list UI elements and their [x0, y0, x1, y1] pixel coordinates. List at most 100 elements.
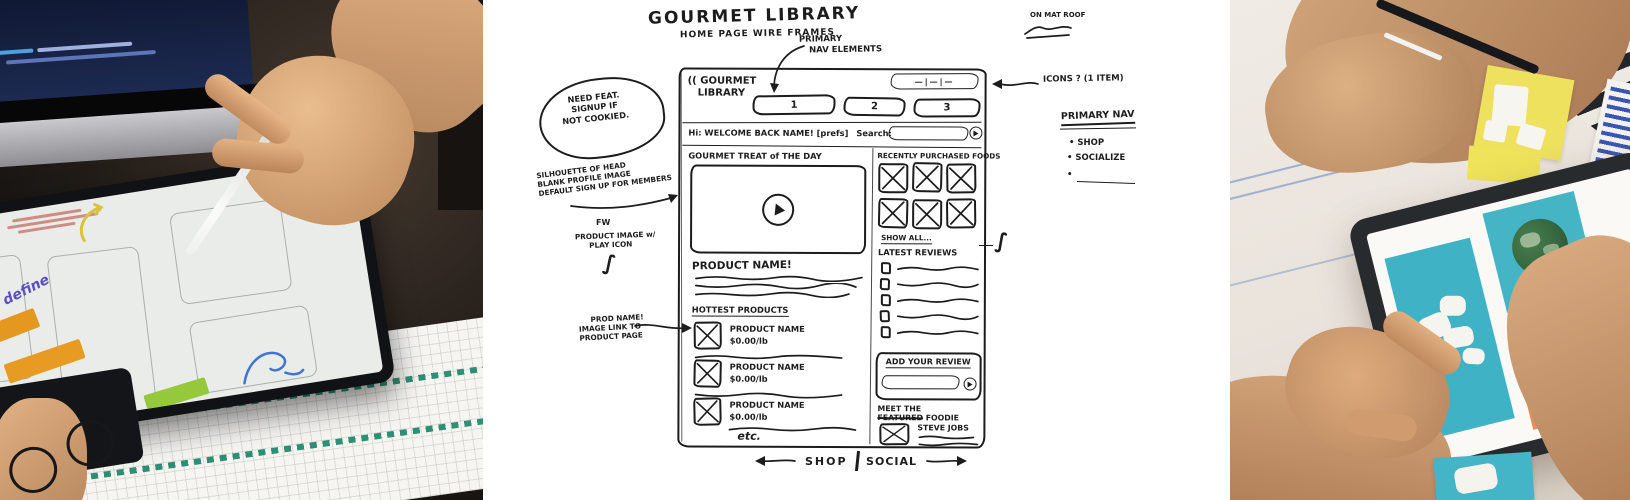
white-blob — [1462, 347, 1486, 365]
search-button — [969, 126, 983, 140]
product-price: $0.00/lb — [729, 335, 768, 346]
header-divider — [682, 121, 982, 124]
submit-arrow-icon — [967, 380, 973, 387]
search-arrow-icon — [973, 129, 979, 137]
globe-landmass — [1518, 230, 1542, 250]
foodie-word: FOODIE — [925, 413, 960, 423]
fold-mark-right: ∫ — [993, 228, 1010, 254]
primary-nav-item: • SHOP — [1069, 138, 1104, 149]
glasses-lens — [4, 441, 63, 499]
food-grid-box — [877, 197, 909, 229]
review-checkbox — [880, 326, 891, 339]
food-grid-box — [878, 163, 909, 194]
nav-box-1: 1 — [752, 94, 836, 116]
tablet-screen: define — [0, 158, 384, 436]
placeholder-text-line — [918, 442, 979, 447]
right-photo-prototype-review — [1230, 0, 1630, 500]
recent-heading: RECENTLY PURCHASED FOODS — [877, 151, 1001, 161]
column-divider — [869, 148, 874, 445]
review-line — [897, 282, 979, 289]
glasses-lens — [61, 415, 120, 472]
foodie-photo — [879, 423, 910, 446]
placeholder-text-line — [695, 275, 863, 283]
food-grid-box — [912, 199, 943, 230]
code-line — [37, 41, 133, 53]
nav-box-2: 2 — [843, 96, 906, 117]
nav-label: 3 — [943, 102, 951, 114]
product-price: $0.00/lb — [729, 411, 768, 422]
search-label: Search: — [856, 128, 892, 139]
play-triangle — [774, 202, 786, 216]
crossed-out-word: FEATURED — [877, 413, 924, 423]
white-cutout-shape — [1515, 122, 1547, 151]
review-checkbox — [880, 294, 891, 307]
nav-label: 2 — [870, 101, 879, 113]
nav-item-shop: SHOP — [1077, 138, 1105, 148]
bullet: • — [1069, 138, 1075, 148]
top-right-note: ON MAT ROOF — [1030, 11, 1086, 19]
note-line: NAV ELEMENTS — [809, 43, 883, 56]
teal-sticky-note — [1433, 451, 1535, 500]
product-name: PRODUCT NAME — [729, 399, 805, 410]
add-review-box: ADD YOUR REVIEW — [875, 352, 982, 401]
food-grid-box — [946, 163, 977, 194]
fw-note: FW — [596, 218, 611, 227]
foodie-label: FEATURED FOODIE — [877, 413, 959, 422]
product-price: $0.00/lb — [729, 373, 768, 384]
hottest-heading: HOTTEST PRODUCTS — [691, 304, 789, 317]
arrow-right-icon — [926, 456, 968, 466]
white-blob — [1453, 462, 1499, 496]
logo-line1: (( GOURMET — [687, 75, 757, 87]
nav-label: 1 — [790, 99, 798, 111]
foodie-name: STEVE JOBS — [917, 423, 969, 433]
review-line — [897, 266, 979, 271]
primary-nav-elements-note: PRIMARY NAV ELEMENTS — [799, 33, 882, 56]
review-checkbox — [879, 310, 890, 323]
nav-item-socialize: SOCIALIZE — [1075, 153, 1126, 163]
footer-divider — [854, 450, 860, 472]
welcome-greeting: Hi: WELCOME BACK NAME! [prefs] — [688, 127, 849, 139]
search-input — [888, 126, 969, 141]
separator-squiggle — [694, 354, 843, 360]
code-line — [0, 48, 34, 56]
footer-social-label: SOCIAL — [866, 454, 918, 468]
featured-video-box — [690, 164, 867, 255]
left-hand — [0, 398, 87, 500]
bullet: • — [1067, 153, 1073, 163]
footer-shop-label: SHOP — [805, 454, 848, 468]
product-thumbnail — [693, 321, 722, 350]
drawing-tablet: define — [0, 145, 396, 449]
product-name-heading: PRODUCT NAME! — [691, 258, 792, 273]
blank-line — [1077, 180, 1135, 185]
reviews-heading: LATEST REVIEWS — [878, 247, 958, 258]
review-input — [881, 375, 960, 390]
review-checkbox — [879, 277, 891, 291]
show-all-link: SHOW ALL... — [881, 233, 932, 245]
footer-nav: SHOP SOCIAL — [753, 450, 969, 472]
play-icon — [760, 191, 796, 227]
product-name: PRODUCT NAME — [729, 361, 805, 372]
placeholder-text-line — [695, 291, 850, 299]
white-cutout-shape — [1482, 119, 1508, 144]
featured-heading: GOURMET TREAT of THE DAY — [688, 150, 822, 161]
placeholder-text-line — [695, 282, 857, 290]
blue-scribble — [243, 351, 305, 385]
underline — [1059, 127, 1137, 130]
separator-squiggle — [694, 392, 843, 399]
bullet: • — [1067, 170, 1073, 180]
submit-review-button — [963, 377, 977, 391]
arrow-left-icon — [755, 456, 796, 466]
welcome-divider — [682, 144, 982, 149]
yellow-scribble — [79, 202, 104, 243]
food-grid-box — [911, 162, 943, 193]
product-thumbnail — [693, 397, 722, 426]
logo-line2: LIBRARY — [697, 87, 746, 99]
annotation-arrow — [570, 194, 678, 209]
review-line — [896, 298, 979, 303]
annotation-arrow — [992, 79, 1039, 89]
primary-nav-list-heading: PRIMARY NAV — [1060, 108, 1135, 127]
icons-question-note: ICONS ? (1 ITEM) — [1042, 73, 1124, 85]
etc-label: etc. — [737, 429, 761, 443]
add-review-label: ADD YOUR REVIEW — [885, 357, 971, 369]
